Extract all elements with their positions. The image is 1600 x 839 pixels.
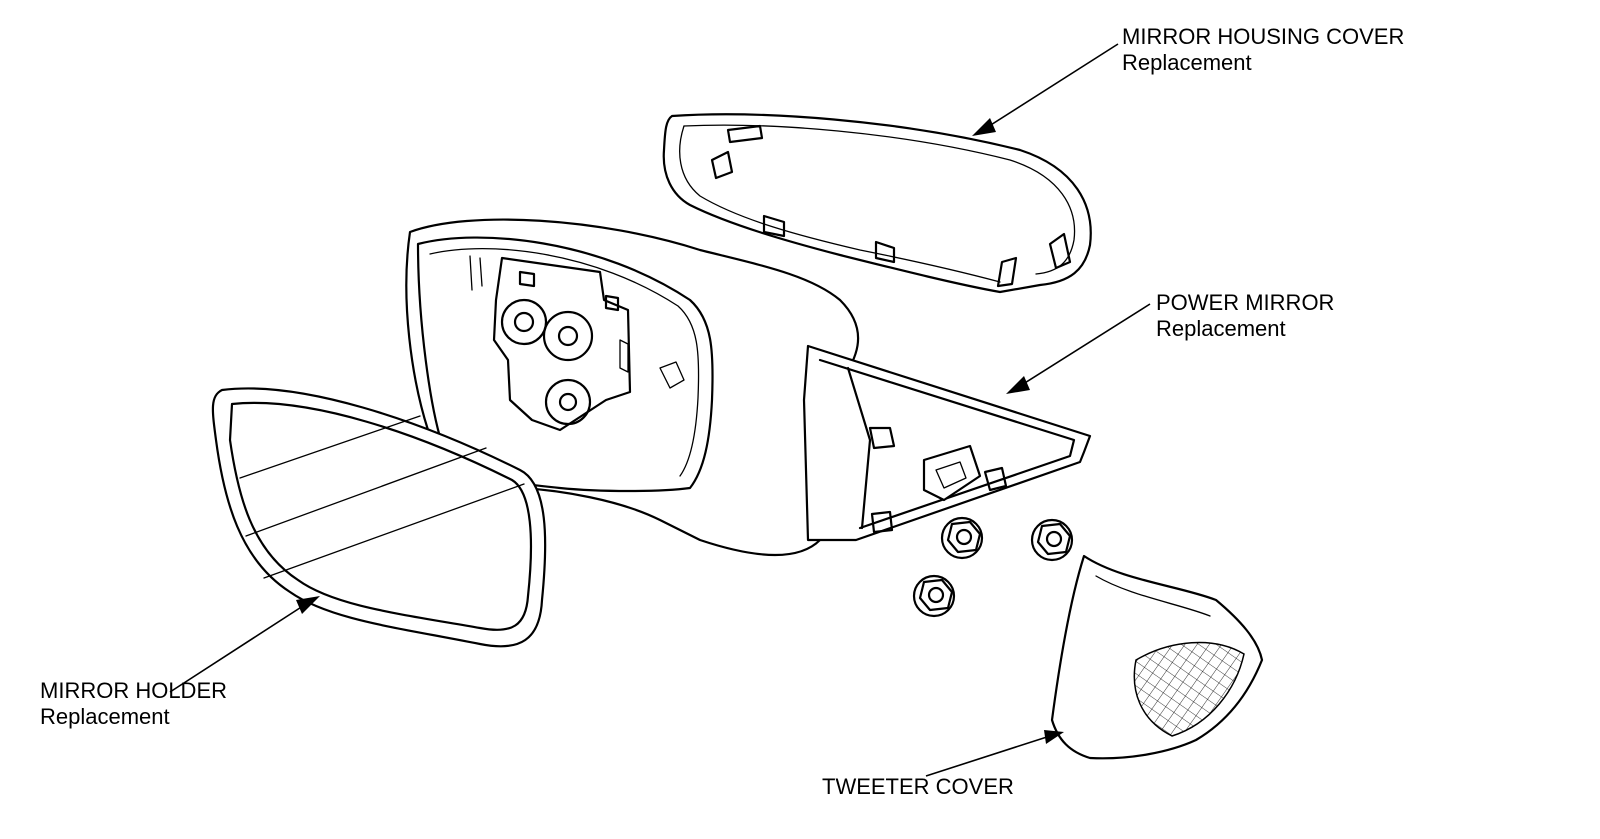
mirror-housing-cover [662, 113, 1092, 294]
label-mirror-housing-cover: MIRROR HOUSING COVER Replacement [1122, 24, 1404, 76]
label-tweeter-cover-title: TWEETER COVER [822, 774, 1014, 799]
label-mirror-housing-cover-title: MIRROR HOUSING COVER [1122, 24, 1405, 49]
flange-nuts [912, 516, 1074, 618]
label-mirror-holder: MIRROR HOLDER Replacement [40, 678, 227, 730]
leader-line-mirror-holder [169, 596, 320, 693]
label-power-mirror-action: Replacement [1156, 316, 1286, 341]
label-tweeter-cover: TWEETER COVER [822, 774, 1014, 800]
leader-line-power-mirror [1006, 303, 1151, 394]
label-mirror-holder-action: Replacement [40, 704, 170, 729]
leader-line-housing-cover [972, 43, 1119, 136]
tweeter-cover [1050, 554, 1264, 760]
label-mirror-holder-title: MIRROR HOLDER [40, 678, 228, 703]
mirror-holder [211, 387, 547, 648]
leader-line-tweeter-cover [925, 730, 1064, 777]
label-power-mirror-title: POWER MIRROR [1156, 290, 1335, 315]
flange-nut [940, 516, 984, 560]
label-power-mirror: POWER MIRROR Replacement [1156, 290, 1334, 342]
flange-nut [1030, 518, 1074, 562]
flange-nut [912, 574, 956, 618]
label-mirror-housing-cover-action: Replacement [1122, 50, 1252, 75]
